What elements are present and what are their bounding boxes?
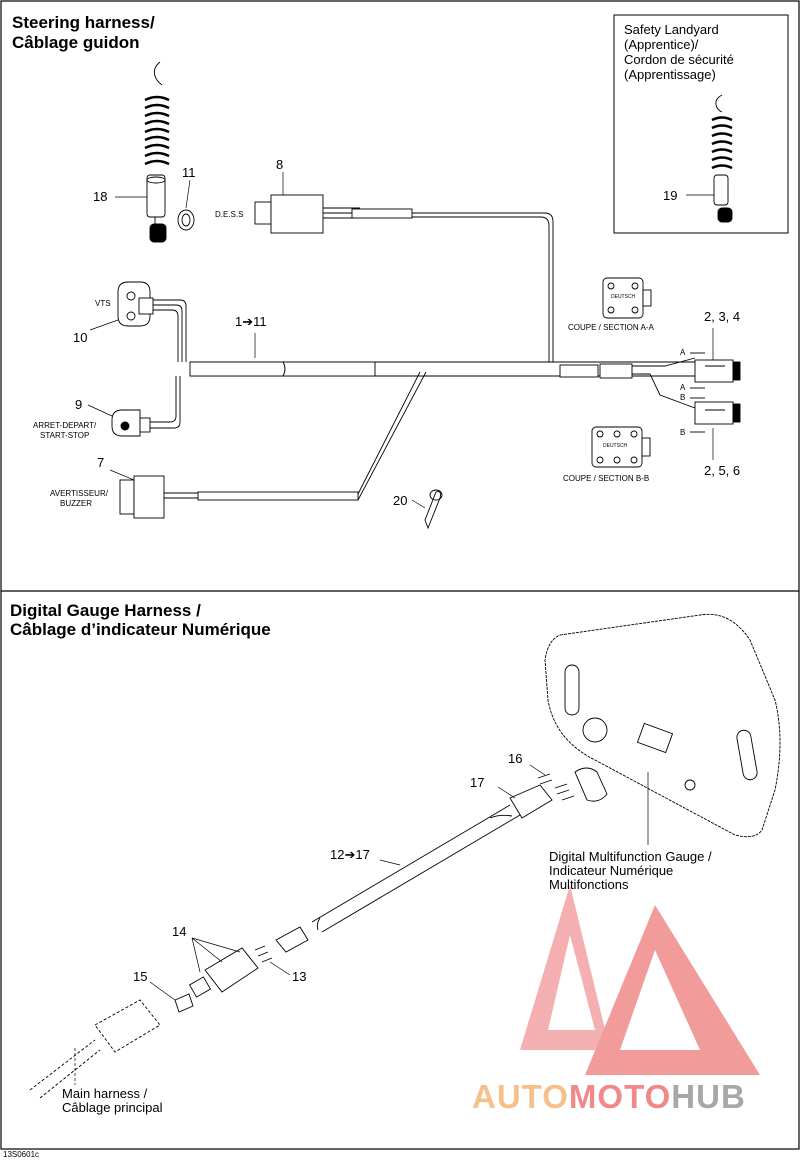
callout-2-3-4: 2, 3, 4 bbox=[704, 309, 741, 324]
gauge-label-line3: Multifonctions bbox=[549, 877, 629, 892]
deutsch-connectors bbox=[632, 352, 741, 433]
callout-10: 10 bbox=[73, 330, 88, 345]
clip-15 bbox=[149, 981, 194, 1013]
callout-8: 8 bbox=[276, 157, 284, 172]
cable-tie-20 bbox=[411, 489, 443, 530]
start-stop-label-en: START-STOP bbox=[40, 431, 90, 440]
landyard-box bbox=[613, 14, 789, 234]
watermark-moto: MOTO bbox=[568, 1078, 672, 1115]
landyard-line1: Safety Landyard bbox=[624, 22, 719, 37]
deutsch-label-a: DEUTSCH bbox=[611, 294, 636, 300]
section-bb-view bbox=[591, 426, 651, 468]
digital-title-line2: Câblage d’indicateur Numérique bbox=[10, 620, 271, 639]
gauge-label-line1: Digital Multifunction Gauge / bbox=[549, 849, 712, 864]
callout-18: 18 bbox=[93, 189, 108, 204]
callout-9: 9 bbox=[75, 397, 83, 412]
callout-1-11: 1➔11 bbox=[235, 314, 267, 329]
arrow-label-b-bottom: B bbox=[680, 428, 686, 437]
landyard-label: Safety Landyard (Apprentice)/ Cordon de … bbox=[624, 22, 734, 82]
watermark-auto: AUTO bbox=[472, 1078, 569, 1115]
watermark-logo bbox=[520, 885, 760, 1075]
deutsch-label-b: DEUTSCH bbox=[603, 443, 628, 449]
dess-label: D.E.S.S bbox=[215, 210, 244, 219]
main-harness-label: Main harness / Câblage principal bbox=[62, 1087, 162, 1115]
watermark-text: AUTOMOTOHUB bbox=[472, 1078, 746, 1116]
callout-7: 7 bbox=[97, 455, 105, 470]
arrow-label-b-top: B bbox=[680, 393, 686, 402]
buzzer-label-en: BUZZER bbox=[60, 499, 92, 508]
callout-16: 16 bbox=[508, 751, 523, 766]
callout-15: 15 bbox=[133, 969, 148, 984]
main-harness-connector bbox=[29, 999, 161, 1099]
callout-12-17: 12➔17 bbox=[330, 847, 370, 862]
terminal-pins-16 bbox=[529, 764, 575, 801]
steering-title-line1: Steering harness/ bbox=[12, 13, 155, 32]
callout-19: 19 bbox=[663, 188, 678, 203]
callout-11: 11 bbox=[182, 165, 196, 180]
start-stop-switch-9 bbox=[87, 376, 181, 437]
section-aa-label: COUPE / SECTION A-A bbox=[568, 323, 654, 332]
start-stop-label-fr: ARRET-DEPART/ bbox=[33, 421, 97, 430]
callout-14: 14 bbox=[172, 924, 187, 939]
section-bb-label: COUPE / SECTION B-B bbox=[563, 474, 650, 483]
buzzer-7 bbox=[109, 371, 427, 519]
callout-17: 17 bbox=[470, 775, 485, 790]
main-trunk bbox=[189, 212, 700, 379]
dess-connector-8 bbox=[254, 172, 413, 234]
main-harness-line2: Câblage principal bbox=[62, 1100, 163, 1115]
connector-13 bbox=[254, 926, 309, 976]
landyard-line3: Cordon de sécurité bbox=[624, 52, 734, 67]
callout-13: 13 bbox=[292, 969, 307, 984]
steering-harness bbox=[87, 61, 741, 530]
gauge-connector-17 bbox=[497, 767, 608, 819]
figure-code: 13S0601c bbox=[3, 1150, 40, 1159]
steering-title-line2: Câblage guidon bbox=[12, 33, 140, 52]
callout-2-5-6: 2, 5, 6 bbox=[704, 463, 741, 478]
arrow-label-a-top: A bbox=[680, 348, 686, 357]
arrow-label-a-bottom: A bbox=[680, 383, 686, 392]
section-aa-view bbox=[602, 277, 652, 319]
lanyard-coil-18 bbox=[115, 61, 195, 243]
digital-title-line1: Digital Gauge Harness / bbox=[10, 601, 201, 620]
landyard-line2: (Apprentice)/ bbox=[624, 37, 699, 52]
gauge-label: Digital Multifunction Gauge / Indicateur… bbox=[549, 850, 712, 892]
digital-multifunction-gauge bbox=[544, 613, 781, 845]
buzzer-label-fr: AVERTISSEUR/ bbox=[50, 489, 108, 498]
callout-20: 20 bbox=[393, 493, 408, 508]
vts-label: VTS bbox=[95, 299, 111, 308]
gauge-label-line2: Indicateur Numérique bbox=[549, 863, 674, 878]
vts-switch-10 bbox=[89, 281, 187, 362]
harness-cable bbox=[311, 804, 521, 933]
connector-14 bbox=[188, 937, 259, 998]
digital-gauge-drawing bbox=[29, 613, 781, 1099]
lanyard-coil-19 bbox=[686, 94, 733, 223]
watermark-hub: HUB bbox=[671, 1078, 746, 1115]
landyard-line4: (Apprentissage) bbox=[624, 67, 716, 82]
main-harness-line1: Main harness / bbox=[62, 1086, 148, 1101]
